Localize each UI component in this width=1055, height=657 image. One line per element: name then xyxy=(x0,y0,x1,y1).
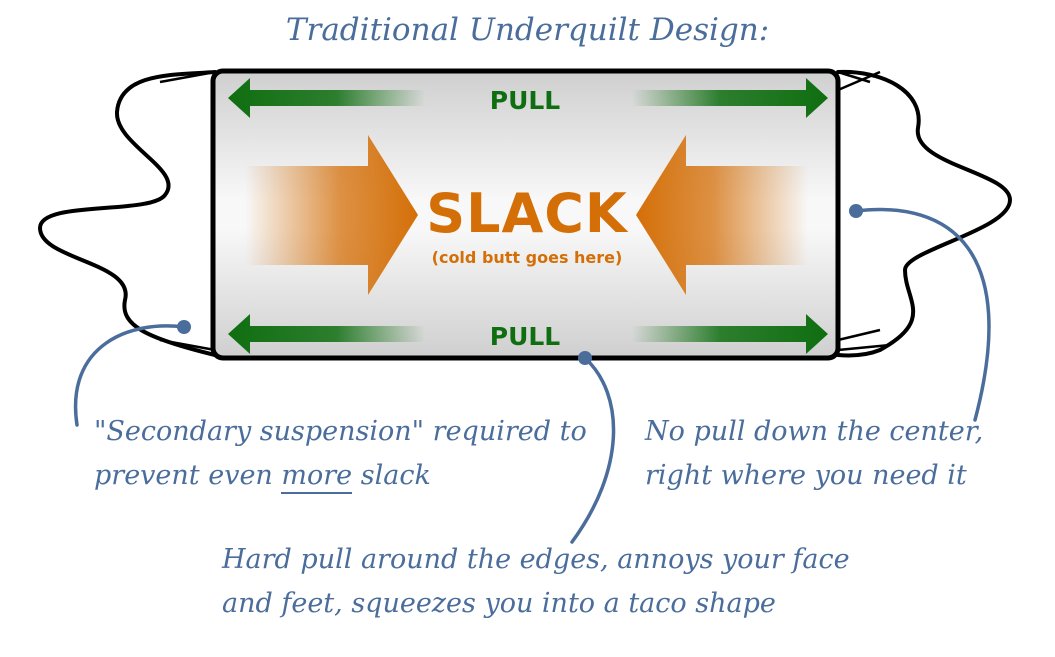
leader-dot-bottom xyxy=(578,351,592,365)
suspension-cords xyxy=(159,70,891,352)
pull-arrow-bottom-left xyxy=(228,314,425,354)
note-bottom-line2: and feet, squeezes you into a taco shape xyxy=(222,588,776,619)
diagram-title: Traditional Underquilt Design: xyxy=(285,12,770,48)
slack-arrow-left xyxy=(245,135,418,295)
note-right-line1: No pull down the center, xyxy=(645,416,984,447)
slack-arrow-right xyxy=(636,135,808,295)
hammock-outline xyxy=(37,69,1013,358)
note-no-center-pull: No pull down the center, right where you… xyxy=(645,410,983,498)
note-edge-pull: Hard pull around the edges, annoys your … xyxy=(222,538,850,626)
leader-line-left xyxy=(73,324,186,427)
leader-line-bottom xyxy=(570,356,616,544)
note-bottom-line1: Hard pull around the edges, annoys your … xyxy=(222,544,850,575)
pull-arrow-bottom-right xyxy=(632,314,828,354)
note-left-emphasis: more xyxy=(281,460,353,494)
note-left-line2-post: slack xyxy=(352,460,431,491)
pull-arrow-top-left xyxy=(228,78,425,118)
slack-sublabel: (cold butt goes here) xyxy=(431,248,623,267)
note-secondary-suspension: "Secondary suspension" required to preve… xyxy=(94,410,587,498)
note-left-line1: "Secondary suspension" required to xyxy=(94,416,587,447)
note-right-line2: right where you need it xyxy=(645,460,967,491)
leader-dot-left xyxy=(177,320,191,334)
note-left-line2: prevent even more slack xyxy=(94,454,587,498)
leader-dot-right xyxy=(849,204,863,218)
pull-label-top: PULL xyxy=(489,86,561,115)
pull-label-bottom: PULL xyxy=(489,322,561,351)
leader-line-right xyxy=(854,207,991,422)
note-left-line2-pre: prevent even xyxy=(94,460,282,491)
slack-label: SLACK xyxy=(426,182,628,245)
pull-arrow-top-right xyxy=(632,78,828,118)
